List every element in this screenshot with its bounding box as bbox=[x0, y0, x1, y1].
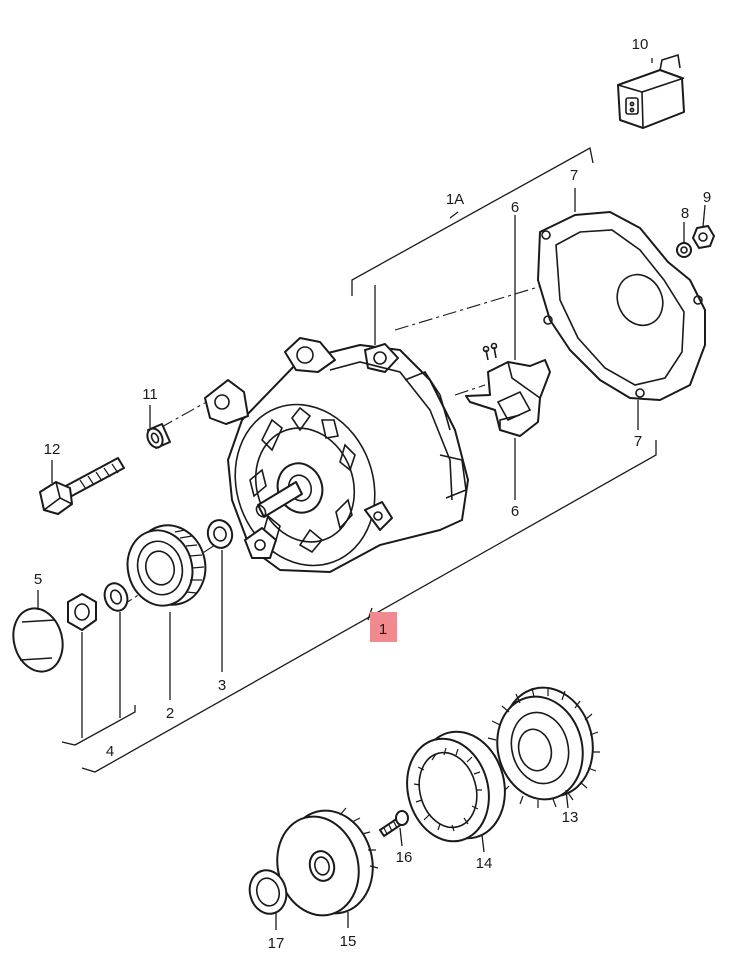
connector-part bbox=[617, 53, 685, 129]
cap-part bbox=[12, 607, 64, 673]
label-freewheel-disc[interactable]: 15 bbox=[340, 933, 357, 950]
label-screw[interactable]: 16 bbox=[396, 849, 413, 866]
label-washer-small[interactable]: 3 bbox=[218, 677, 226, 694]
alternator-part bbox=[204, 337, 469, 573]
regulator-part bbox=[465, 342, 551, 437]
label-freewheel-gear[interactable]: 13 bbox=[562, 809, 579, 826]
label-regulator-upper[interactable]: 6 bbox=[511, 199, 519, 216]
bolt-part bbox=[39, 457, 125, 515]
freewheel-housing-part bbox=[406, 730, 506, 843]
label-freewheel-housing[interactable]: 14 bbox=[476, 855, 493, 872]
bracket-4 bbox=[61, 612, 136, 746]
washer-small-part bbox=[206, 519, 234, 549]
label-cover-lower[interactable]: 7 bbox=[634, 433, 642, 450]
nut-small-part bbox=[676, 242, 692, 258]
label-cap[interactable]: 5 bbox=[34, 571, 42, 588]
label-sleeve[interactable]: 11 bbox=[142, 386, 158, 403]
nut-flange-part bbox=[692, 225, 715, 249]
label-seal[interactable]: 17 bbox=[268, 935, 285, 952]
label-nut-small[interactable]: 8 bbox=[681, 205, 689, 222]
label-connector[interactable]: 10 bbox=[632, 36, 649, 53]
freewheel-disc-part bbox=[276, 807, 379, 917]
label-alternator[interactable]: 1 bbox=[379, 621, 387, 638]
label-pulley[interactable]: 2 bbox=[166, 705, 174, 722]
pulley-part bbox=[126, 524, 207, 607]
bracket-1a bbox=[351, 147, 594, 345]
label-regulator-lower[interactable]: 6 bbox=[511, 503, 519, 520]
rear-cover-part bbox=[537, 211, 706, 401]
sleeve-part bbox=[146, 423, 171, 449]
alternator-label-highlight bbox=[370, 612, 397, 642]
screw-part bbox=[379, 810, 409, 837]
seal-part bbox=[248, 869, 288, 915]
washer-part bbox=[103, 582, 129, 612]
label-alternator-assembly[interactable]: 1A bbox=[446, 191, 464, 208]
part-labels: 10 1A 7 6 8 9 7 6 11 12 1 5 3 2 4 13 16 … bbox=[34, 36, 711, 952]
label-nut-flange[interactable]: 9 bbox=[703, 189, 711, 206]
label-nut-kit[interactable]: 4 bbox=[106, 743, 114, 760]
label-bolt[interactable]: 12 bbox=[44, 441, 61, 458]
freewheel-gear-part bbox=[487, 686, 600, 808]
label-cover-upper[interactable]: 7 bbox=[570, 167, 578, 184]
nut-part bbox=[67, 593, 97, 631]
